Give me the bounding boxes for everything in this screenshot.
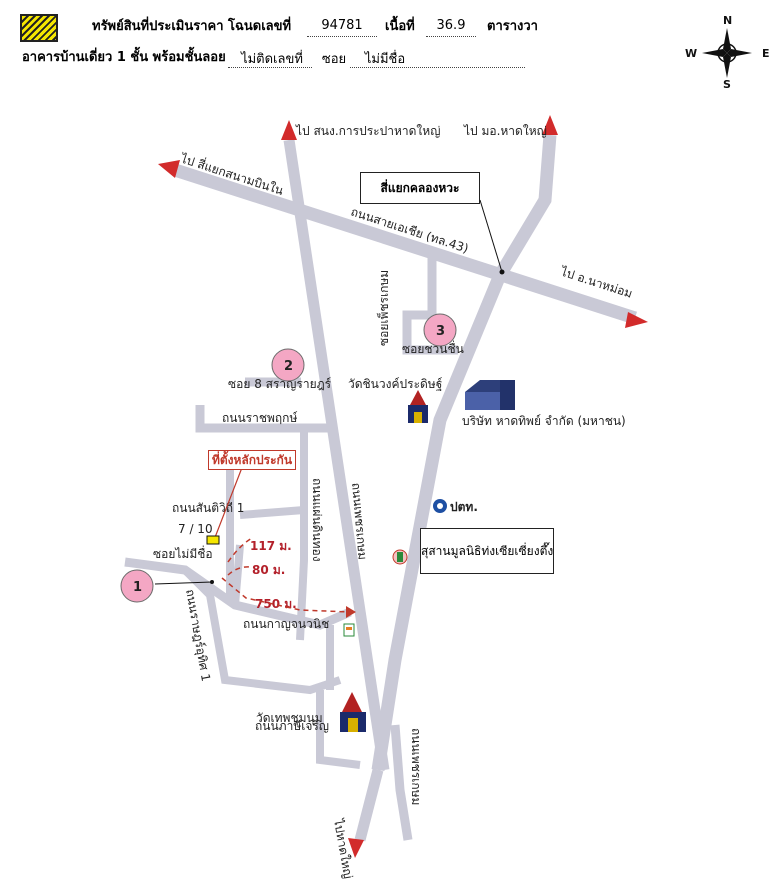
direction-arrows bbox=[158, 115, 648, 858]
svg-text:2: 2 bbox=[284, 359, 293, 374]
compass-w: W bbox=[685, 47, 697, 60]
deed-number: 94781 bbox=[321, 18, 363, 33]
soi-underline bbox=[350, 67, 525, 68]
house-underline bbox=[228, 67, 312, 68]
ptt-logo-icon: ปตท. bbox=[433, 499, 478, 514]
arrow-west bbox=[158, 160, 180, 178]
label-soi-8: ซอย 8 สราญรายฎร์ bbox=[228, 377, 332, 391]
svg-text:1: 1 bbox=[133, 580, 142, 595]
road-local-south bbox=[316, 690, 361, 769]
intersection-dot bbox=[499, 269, 505, 275]
label-ratchaphruek: ถนนราชพฤกษ์ bbox=[222, 411, 298, 425]
road-phet-kasem-south bbox=[390, 724, 413, 841]
arrow-south bbox=[348, 838, 364, 858]
arrow-east bbox=[625, 312, 648, 328]
label-phet-kasem-south: ถนนเพชรเกษม bbox=[409, 728, 423, 805]
label-phasi-charoen: ถนนภาษีเจริญ bbox=[255, 719, 329, 733]
compass-s: S bbox=[723, 78, 731, 91]
route-80 bbox=[227, 566, 251, 576]
label-dist-750: 750 ม. bbox=[255, 597, 297, 611]
label-phet-kasem: ถนนเพชรเกษม bbox=[349, 482, 370, 560]
label-phaen-din-thong: ถนนแผ่นดินทอง bbox=[310, 478, 324, 562]
box-property-location: ที่ตั้งหลักประกัน bbox=[208, 450, 296, 470]
arrow-north-left bbox=[281, 120, 297, 140]
label-ptt: ปตท. bbox=[450, 500, 478, 514]
svg-text:3: 3 bbox=[436, 324, 445, 339]
label-santiwi: ถนนสันติวิถี 1 bbox=[172, 501, 244, 515]
area-value: 36.9 bbox=[436, 18, 466, 33]
marker-1: 1 bbox=[120, 569, 154, 603]
label-to-waterworks: ไป สนง.การประปาหาดใหญ่ bbox=[295, 124, 440, 138]
label-to-hat-yai: ไปหาดใหญ่ bbox=[331, 817, 355, 880]
label-house-no: 7 / 10 bbox=[178, 522, 213, 536]
house-number: ไม่ติดเลขที่ bbox=[241, 52, 303, 67]
factory-icon bbox=[465, 380, 515, 410]
road-asia-highway bbox=[173, 163, 637, 325]
road-kanjanawanit bbox=[283, 139, 390, 771]
road-network bbox=[124, 134, 637, 842]
building-label: อาคารบ้านเดี่ยว 1 ชั้น พร้อมชั้นลอย bbox=[22, 50, 226, 65]
label-soi-phet-kasem: ซอยเพ็ชรเกษม bbox=[376, 270, 391, 346]
compass-n: N bbox=[723, 14, 732, 27]
label-kanjanawanit: ถนนกาญจนวนิช bbox=[243, 617, 329, 631]
area-unit: ตารางวา bbox=[487, 19, 538, 34]
soi-value: ไม่มีชื่อ bbox=[364, 52, 406, 67]
route-117 bbox=[227, 537, 253, 563]
label-dist-117: 117 ม. bbox=[250, 539, 292, 553]
arrow-north-right bbox=[542, 115, 558, 135]
compass-rose: N S W E bbox=[685, 14, 770, 91]
convenience-store-icon bbox=[343, 623, 355, 637]
route-750 bbox=[221, 577, 351, 613]
label-to-psu: ไป มอ.หาดใหญ่ bbox=[463, 124, 547, 138]
compass-e: E bbox=[762, 47, 770, 60]
route-path bbox=[221, 537, 351, 613]
temple-icon bbox=[340, 692, 366, 732]
road-south bbox=[354, 768, 384, 842]
box-foundation: สุสานมูลนิธิท่งเซียเซี่ยงตึ๊ง bbox=[420, 528, 554, 574]
soi-label: ซอย bbox=[321, 52, 347, 67]
label-soi-no-name: ซอยไม่มีชื่อ bbox=[153, 545, 213, 561]
legend-swatch bbox=[20, 14, 58, 42]
road-ratuthit bbox=[182, 567, 342, 695]
title-label: ทรัพย์สินที่ประเมินราคา โฉนดเลขที่ bbox=[92, 19, 292, 34]
label-wat-chinawong: วัดชินวงค์ประดิษฐ์ bbox=[348, 377, 442, 391]
label-dist-80: 80 ม. bbox=[252, 563, 285, 577]
road-property-access bbox=[231, 544, 244, 606]
marker-2: 2 bbox=[271, 348, 305, 382]
route-arrowhead bbox=[346, 606, 356, 618]
marker-3: 3 bbox=[423, 313, 457, 347]
road-phaen-din-thong bbox=[296, 428, 308, 641]
property-leader-line bbox=[213, 464, 244, 541]
intersection-leader bbox=[479, 199, 503, 273]
property-marker bbox=[206, 535, 220, 545]
area-underline bbox=[426, 36, 476, 37]
road-santiwi bbox=[239, 506, 305, 519]
label-company: บริษัท หาดทิพย์ จำกัด (มหาชน) bbox=[462, 414, 626, 428]
marker-1-dot bbox=[210, 580, 214, 584]
label-wat-phutthangnom: วัดเทพชุมนุม bbox=[256, 711, 323, 726]
temple-icon bbox=[408, 390, 428, 423]
box-intersection: สี่แยกคลองหวะ bbox=[360, 172, 480, 204]
deed-underline bbox=[307, 36, 377, 37]
foundation-icon bbox=[392, 549, 408, 565]
area-label: เนื้อที่ bbox=[385, 19, 415, 34]
road-phet-kasem bbox=[371, 134, 557, 771]
road-soi-phet-kasem bbox=[402, 255, 458, 355]
marker-1-leader bbox=[154, 581, 213, 585]
road-ratchaphruek bbox=[195, 405, 330, 433]
